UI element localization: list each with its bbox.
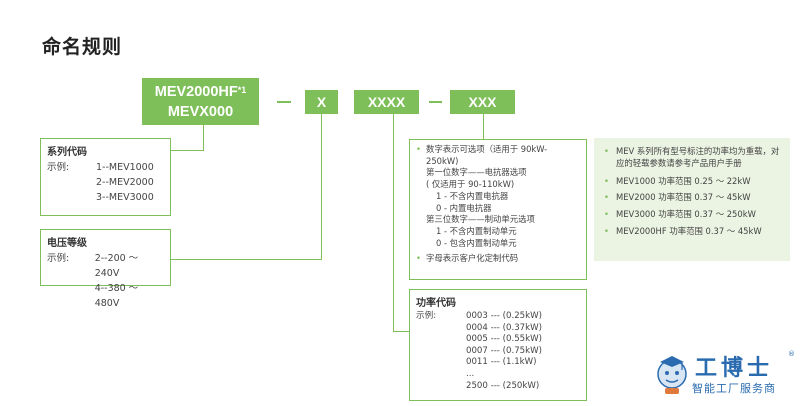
- option-line: 1 - 不含内置制动单元: [436, 225, 517, 236]
- power-item: 0004 --- (0.37kW): [466, 322, 542, 333]
- power-code-title: 功率代码: [416, 298, 456, 309]
- main-code-line2: MEVX000: [167, 103, 234, 120]
- option-line: 0 - 内置电抗器: [436, 202, 492, 213]
- separator-dash: [277, 101, 291, 103]
- power-item: 2500 --- (250kW): [466, 380, 540, 391]
- main-code-line1: MEV2000HF: [154, 83, 238, 100]
- connector-line: [393, 331, 409, 332]
- option-code-panel: 数字表示可选项（适用于 90kW- 250kW) 第一位数字——电抗器选项 ( …: [409, 139, 587, 280]
- series-example-label: 示例:: [47, 162, 70, 173]
- page-title: 命名规则: [42, 36, 123, 58]
- note-item: MEV2000HF 功率范围 0.37 ～ 45kW: [602, 226, 782, 238]
- series-item: 3--MEV3000: [96, 192, 154, 203]
- note-item: MEV2000 功率范围 0.37 ～ 45kW: [602, 192, 782, 204]
- option-line: 字母表示客户化定制代码: [416, 253, 580, 265]
- option-line: 第三位数字——制动单元选项: [426, 214, 535, 225]
- power-item: 0007 --- (0.75kW): [466, 345, 542, 356]
- connector-line: [203, 125, 204, 151]
- series-item: 2--MEV2000: [96, 177, 154, 188]
- connector-line: [171, 259, 322, 260]
- connector-line: [321, 114, 322, 260]
- series-code-panel: 系列代码 示例: 1--MEV1000 2--MEV2000 3--MEV3000: [40, 138, 171, 216]
- note-item: MEV 系列所有型号标注的功率均为重载，对应的轻载参数请参考产品用户手册: [602, 146, 782, 170]
- main-code-box: MEV2000HF*1 MEVX000: [142, 78, 259, 125]
- option-line: 250kW): [426, 155, 459, 166]
- connector-line: [393, 114, 394, 332]
- separator-dash: [429, 101, 442, 103]
- logo-registered-mark: ®: [788, 350, 795, 358]
- note-item: MEV1000 功率范围 0.25 ～ 22kW: [602, 176, 782, 188]
- note-item: MEV3000 功率范围 0.37 ～ 250kW: [602, 209, 782, 221]
- mascot-icon: [657, 356, 687, 394]
- logo-name: 工博士: [695, 356, 774, 381]
- power-range-note: MEV 系列所有型号标注的功率均为重载，对应的轻载参数请参考产品用户手册 MEV…: [594, 138, 790, 261]
- connector-line: [483, 114, 484, 139]
- option-code-box: XXX: [450, 90, 515, 114]
- voltage-code-box: X: [305, 90, 338, 114]
- voltage-level-title: 电压等级: [47, 238, 87, 249]
- series-code-title: 系列代码: [47, 147, 87, 158]
- option-line: 0 - 包含内置制动单元: [436, 237, 517, 248]
- power-item: ...: [466, 368, 475, 379]
- power-example-label: 示例:: [416, 311, 437, 321]
- power-item: 0005 --- (0.55kW): [466, 334, 542, 345]
- voltage-item: 2--200 ～ 240V: [94, 253, 139, 279]
- power-code-panel: 功率代码 示例: 0003 --- (0.25kW) 0004 --- (0.37…: [409, 289, 587, 401]
- connector-line: [171, 150, 204, 151]
- logo-tagline: 智能工厂服务商: [692, 382, 776, 395]
- voltage-example-label: 示例:: [47, 253, 70, 264]
- voltage-item: 4--380 ～ 480V: [94, 283, 139, 309]
- company-logo: 工博士 ® 智能工厂服务商: [655, 350, 795, 400]
- option-line: 第一位数字——电抗器选项: [426, 167, 527, 178]
- power-code-box: XXXX: [354, 90, 419, 114]
- power-item: 0011 --- (1.1kW): [466, 357, 537, 368]
- voltage-level-panel: 电压等级 示例: 2--200 ～ 240V 4--380 ～ 480V: [40, 229, 171, 309]
- option-line: 1 - 不含内置电抗器: [436, 190, 509, 201]
- main-code-footnote: *1: [237, 84, 247, 95]
- series-item: 1--MEV1000: [96, 162, 154, 173]
- option-line: ( 仅适用于 90-110kW): [426, 179, 515, 190]
- option-line: 数字表示可选项（适用于 90kW-: [416, 144, 580, 156]
- power-item: 0003 --- (0.25kW): [466, 311, 542, 321]
